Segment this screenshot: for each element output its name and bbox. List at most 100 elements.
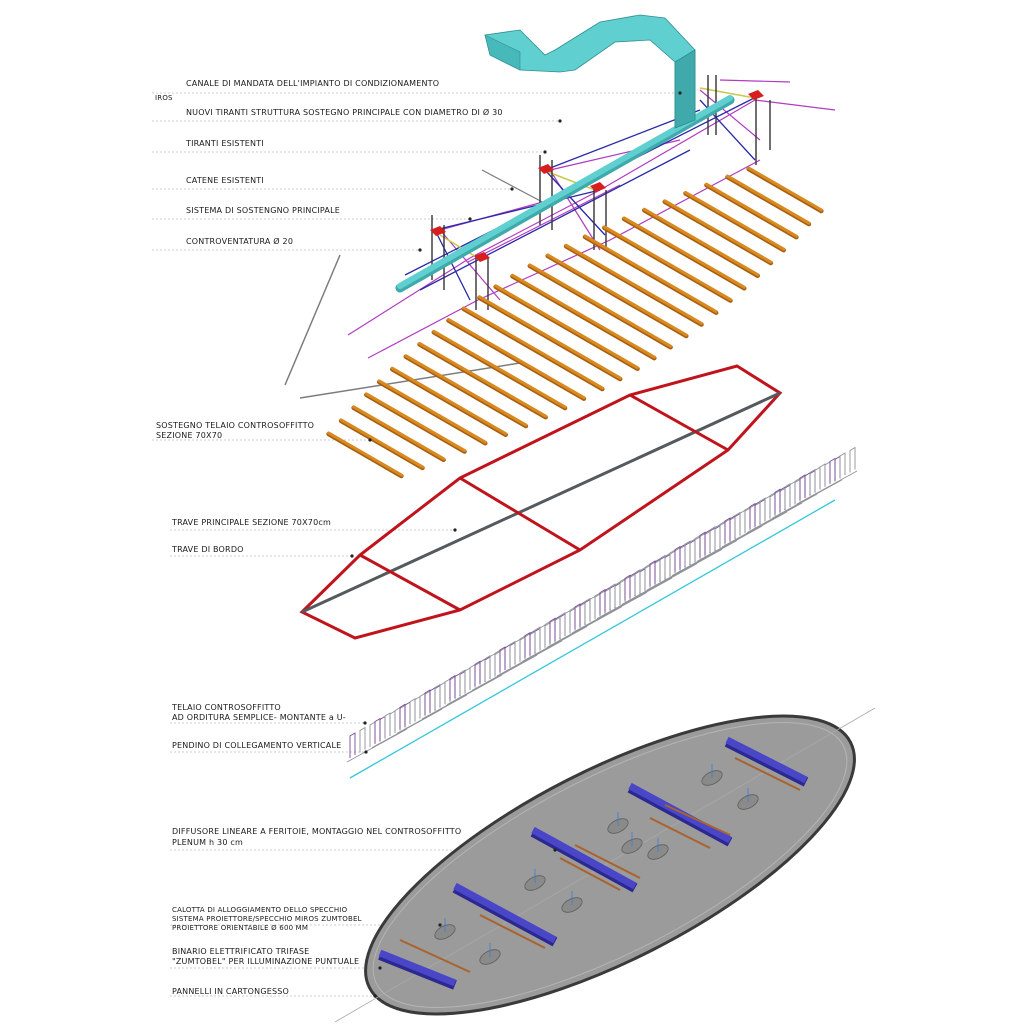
u-profile	[389, 710, 396, 736]
runner	[496, 626, 588, 677]
u-profile	[424, 690, 431, 717]
label-edge-beam: TRAVE DI BORDO	[171, 545, 244, 554]
duct-pipe	[395, 95, 735, 293]
u-profile	[704, 530, 711, 557]
label-frame-support-2: SEZIONE 70X70	[156, 431, 222, 440]
label-grid-frame-1: TELAIO CONTROSOFFITTO	[171, 703, 281, 712]
u-profile	[654, 559, 661, 585]
u-profile	[559, 612, 566, 638]
u-profile	[469, 663, 476, 690]
label-iros-fragment: IROS	[155, 94, 173, 102]
label-hanger: PENDINO DI COLLEGAMENTO VERTICALE	[172, 741, 341, 750]
u-profile	[674, 545, 681, 572]
track-rail	[559, 857, 621, 891]
u-profile	[534, 627, 541, 654]
u-profile	[614, 582, 621, 609]
track-rail	[574, 844, 641, 879]
runner	[621, 548, 723, 605]
u-profile	[464, 667, 471, 693]
u-profile	[454, 672, 461, 699]
u-profile	[784, 484, 791, 510]
label-linear-diffuser-1: DIFFUSORE LINEARE A FERITOIE, MONTAGGIO …	[172, 827, 461, 836]
batten	[683, 190, 786, 251]
u-profile	[804, 472, 811, 498]
label-main-support-system: SISTEMA DI SOSTENGNO PRINCIPALE	[186, 206, 340, 215]
u-profile	[489, 652, 496, 679]
bracing-lines	[347, 79, 836, 359]
vertical-posts	[431, 75, 771, 310]
ceiling-frame-battens	[326, 166, 824, 479]
u-profile	[539, 624, 546, 650]
u-profile	[509, 640, 516, 667]
runner	[471, 640, 563, 691]
u-profile	[699, 532, 706, 559]
main-beam-frame	[299, 364, 783, 640]
u-profile	[519, 636, 526, 663]
u-profile	[674, 547, 681, 573]
batten	[725, 174, 811, 225]
u-profile	[759, 497, 766, 524]
label-bracing: CONTROVENTATURA Ø 20	[186, 236, 293, 246]
u-profile	[584, 597, 591, 624]
panel-fixtures	[378, 736, 809, 990]
batten	[642, 207, 760, 277]
u-profile	[459, 669, 466, 696]
gypsum-ceiling-panel	[334, 707, 876, 1023]
u-profile	[764, 495, 771, 521]
u-profile	[679, 544, 686, 571]
u-profile	[829, 457, 836, 484]
runner	[346, 728, 408, 763]
u-profile	[754, 501, 761, 528]
u-profile	[349, 732, 356, 758]
runner	[571, 577, 673, 634]
u-profile	[639, 568, 646, 594]
runner	[671, 525, 763, 577]
u-profile	[424, 689, 431, 715]
batten	[602, 225, 732, 302]
batten	[390, 366, 508, 436]
u-profile	[669, 550, 676, 577]
u-profile	[749, 504, 756, 530]
label-grid-frame-2: AD ORDITURA SEMPLICE- MONTANTE a U-	[172, 713, 346, 722]
runner	[446, 654, 538, 706]
u-profile	[809, 469, 816, 496]
u-profile	[709, 527, 716, 553]
batten	[477, 295, 622, 380]
batten	[704, 182, 798, 238]
label-track-2: "ZUMTOBEL" PER ILLUMINAZIONE PUNTUALE	[172, 957, 359, 966]
u-profile	[689, 539, 696, 566]
label-gypsum-panels: PANNELLI IN CARTONGESSO	[172, 987, 289, 996]
batten	[663, 199, 773, 264]
batten	[546, 253, 688, 337]
batten	[404, 354, 528, 427]
u-profile	[664, 553, 671, 580]
u-profile	[709, 526, 716, 552]
u-profile	[839, 452, 846, 478]
batten	[446, 318, 586, 400]
linear-diffuser-face	[453, 882, 557, 944]
duct-and-support-system	[284, 14, 836, 399]
batten	[364, 392, 467, 453]
u-profile	[774, 488, 781, 515]
u-profile	[479, 658, 486, 685]
label-existing-chains: CATENE ESISTENTI	[186, 176, 264, 185]
u-profile	[404, 701, 411, 728]
label-track-1: BINARIO ELETTRIFICATO TRIFASE	[172, 947, 309, 956]
supply-duct	[484, 14, 696, 129]
label-frame-support-1: SOSTEGNO TELAIO CONTROSOFFITTO	[156, 421, 314, 430]
batten	[528, 263, 673, 348]
linear-diffuser-face	[378, 949, 457, 987]
u-profile	[564, 609, 571, 636]
label-mirror-housing-2: SISTEMA PROIETTORE/SPECCHIO MIROS ZUMTOB…	[172, 915, 362, 923]
tie-rods	[404, 94, 761, 301]
u-profile	[809, 468, 816, 495]
u-profile	[734, 511, 741, 538]
u-profile	[759, 498, 766, 525]
u-profile	[379, 715, 386, 742]
annotation-labels: CANALE DI MANDATA DELL'IMPIANTO DI CONDI…	[155, 79, 502, 996]
batten	[432, 329, 567, 409]
u-profile	[434, 684, 441, 711]
u-profile	[499, 647, 506, 674]
u-profile	[434, 683, 441, 710]
label-linear-diffuser-2: PLENUM h 30 cm	[172, 838, 243, 847]
